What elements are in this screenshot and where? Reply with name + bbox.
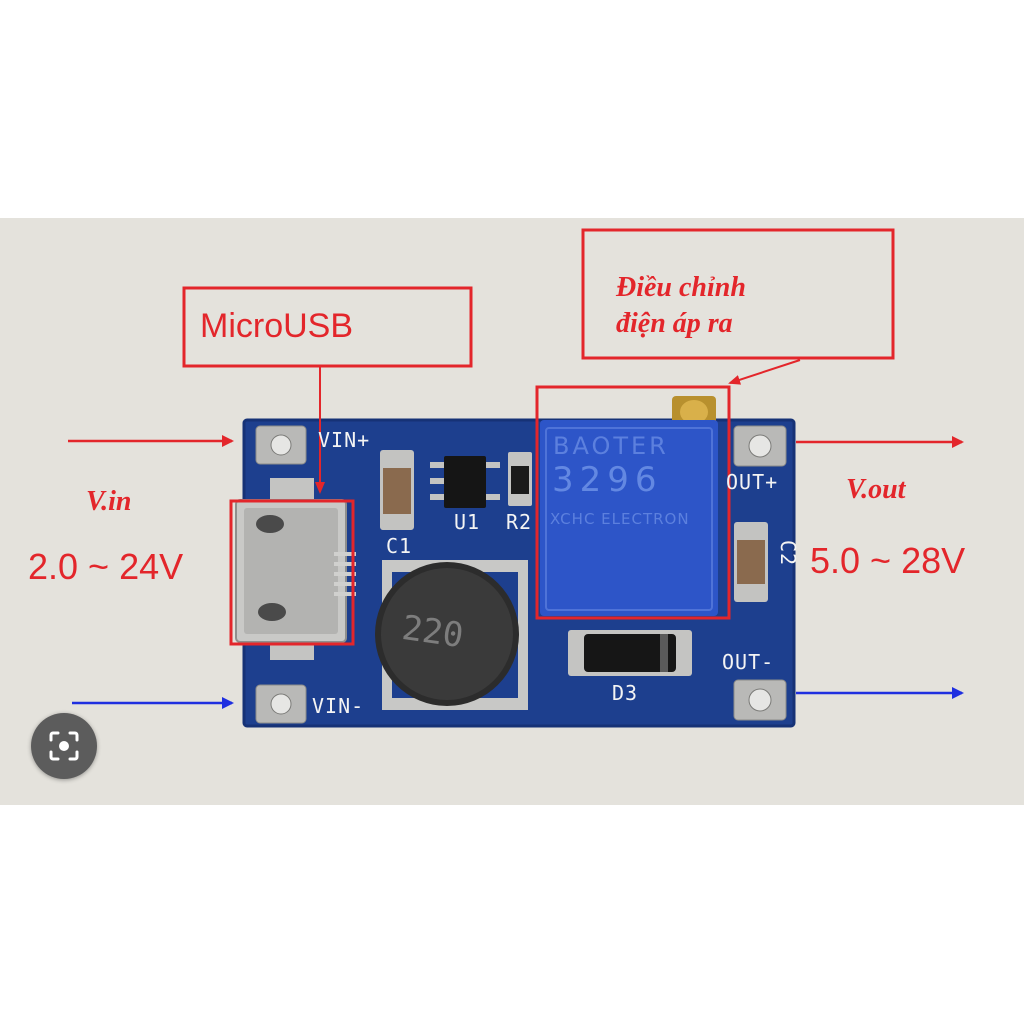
board-photo [0,218,1024,805]
potentiometer [540,396,718,616]
pot-highlight-box [535,385,731,620]
adjust-label-line2: điện áp ra [616,308,733,339]
lens-button[interactable] [31,713,97,779]
silk-out-plus: OUT+ [726,470,779,494]
vout-range: 5.0 ~ 28V [810,540,966,581]
pad-vin-plus [255,425,307,465]
silk-c2: C2 [776,540,800,567]
capacitor-c2 [734,522,768,602]
silk-vin-minus: VIN- [312,694,365,718]
vout-name: V.out [846,474,906,505]
silk-vin-plus: VIN+ [318,428,371,452]
pot-model: 3296 [552,460,663,500]
microusb-label: MicroUSB [200,307,354,345]
micro-usb-connector [235,478,356,660]
pot-brand: BAOTER [553,432,669,460]
adjust-pointer [728,359,801,385]
adjust-label-line1: Điều chỉnh [616,272,746,303]
lens-icon [49,731,79,761]
ic-u1 [430,456,500,508]
pad-vin-minus [255,684,307,724]
microusb-box [182,286,473,368]
vin-name: V.in [86,486,132,517]
silk-u1: U1 [454,510,481,534]
pad-out-plus [733,425,787,467]
diode-d3 [568,630,692,676]
vin-range: 2.0 ~ 24V [28,546,184,587]
pad-out-minus [733,679,787,721]
silk-c1: C1 [386,534,413,558]
board-illustration [68,228,964,728]
capacitor-c1 [380,450,414,530]
pot-maker: XCHC ELECTRON [550,510,690,528]
resistor-r2 [508,452,532,506]
silk-r2: R2 [506,510,533,534]
inductor-marking: 220 [399,607,466,657]
usb-highlight-box [229,499,355,646]
silk-d3: D3 [612,681,639,705]
adjust-box [581,228,895,360]
silk-out-minus: OUT- [722,650,775,674]
inductor-220 [375,560,528,710]
